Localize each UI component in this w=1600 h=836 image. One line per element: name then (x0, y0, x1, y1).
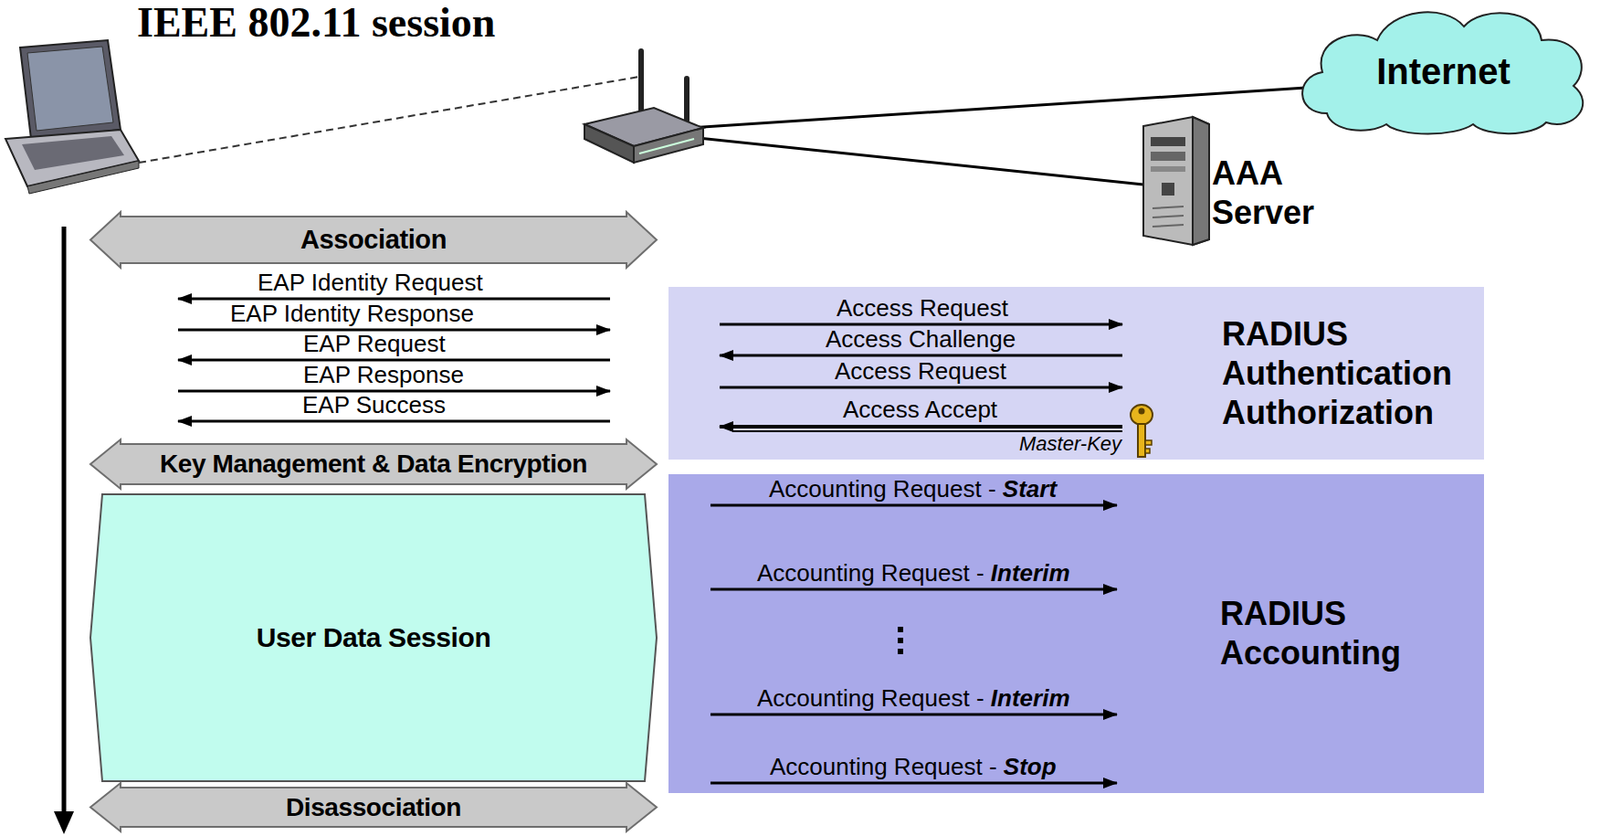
data-session-box: User Data Session (89, 493, 658, 782)
radius-message: Access Request (836, 294, 1009, 322)
eap-message: EAP Request (303, 330, 446, 358)
node-text: Internet (1376, 49, 1511, 94)
accounting-message: Accounting Request - Interim (757, 684, 1071, 712)
node-text: AAA Server (1211, 153, 1315, 232)
accounting-message: Accounting Request - Start (768, 475, 1057, 503)
time-axis (53, 226, 74, 834)
message-type: Start (1002, 474, 1057, 503)
radius-message: Access Accept (842, 396, 998, 423)
radius-message: Access Challenge (825, 326, 1016, 353)
acct-arrows (668, 473, 1485, 793)
node-text: Association (300, 223, 447, 256)
radius-auth-panel: RADIUS Authentication AuthorizationAcces… (668, 286, 1485, 460)
key-icon (1130, 404, 1153, 457)
server-icon (1143, 116, 1210, 245)
eap-message-arrows (178, 298, 611, 422)
accounting-message: Accounting Request - Stop (769, 753, 1057, 780)
ellipsis-dot (897, 626, 904, 632)
laptop-icon (5, 40, 139, 194)
node-text: Key Management & Data Encryption (159, 448, 588, 480)
message-type: Interim (990, 558, 1071, 587)
node-text: RADIUS Accounting (1220, 593, 1401, 673)
node-text: Disassociation (285, 791, 462, 823)
key-label: Master-Key (1019, 432, 1122, 455)
eap-message: EAP Identity Request (257, 269, 484, 296)
phase-band: Disassociation (89, 781, 658, 832)
phase-band: Key Management & Data Encryption (89, 438, 658, 490)
message-type: Interim (990, 684, 1071, 712)
ellipsis-dot (897, 648, 904, 654)
access-point-icon (584, 51, 704, 163)
cloud-node: Internet (1290, 3, 1597, 139)
wired-link (689, 87, 1306, 128)
radius-message: Access Request (834, 357, 1007, 385)
eap-message: EAP Success (302, 391, 446, 419)
node-text: RADIUS Authentication Authorization (1221, 314, 1453, 433)
wired-link (689, 136, 1144, 185)
ellipsis-dot (897, 637, 904, 643)
radius-accounting-panel: RADIUS AccountingAccounting Request - St… (668, 473, 1485, 793)
server-label: AAA Server (1211, 153, 1317, 232)
wireless-link (138, 76, 640, 163)
eap-message: EAP Response (303, 361, 464, 389)
eap-message: EAP Identity Response (230, 300, 474, 327)
message-type: Stop (1003, 752, 1057, 780)
radius-accounting-panel-outline (668, 473, 1485, 793)
diagram-title: IEEE 802.11 session (136, 0, 495, 47)
phase-band: Association (89, 210, 658, 269)
node-text: User Data Session (256, 621, 492, 654)
accounting-message: Accounting Request - Interim (757, 559, 1071, 587)
